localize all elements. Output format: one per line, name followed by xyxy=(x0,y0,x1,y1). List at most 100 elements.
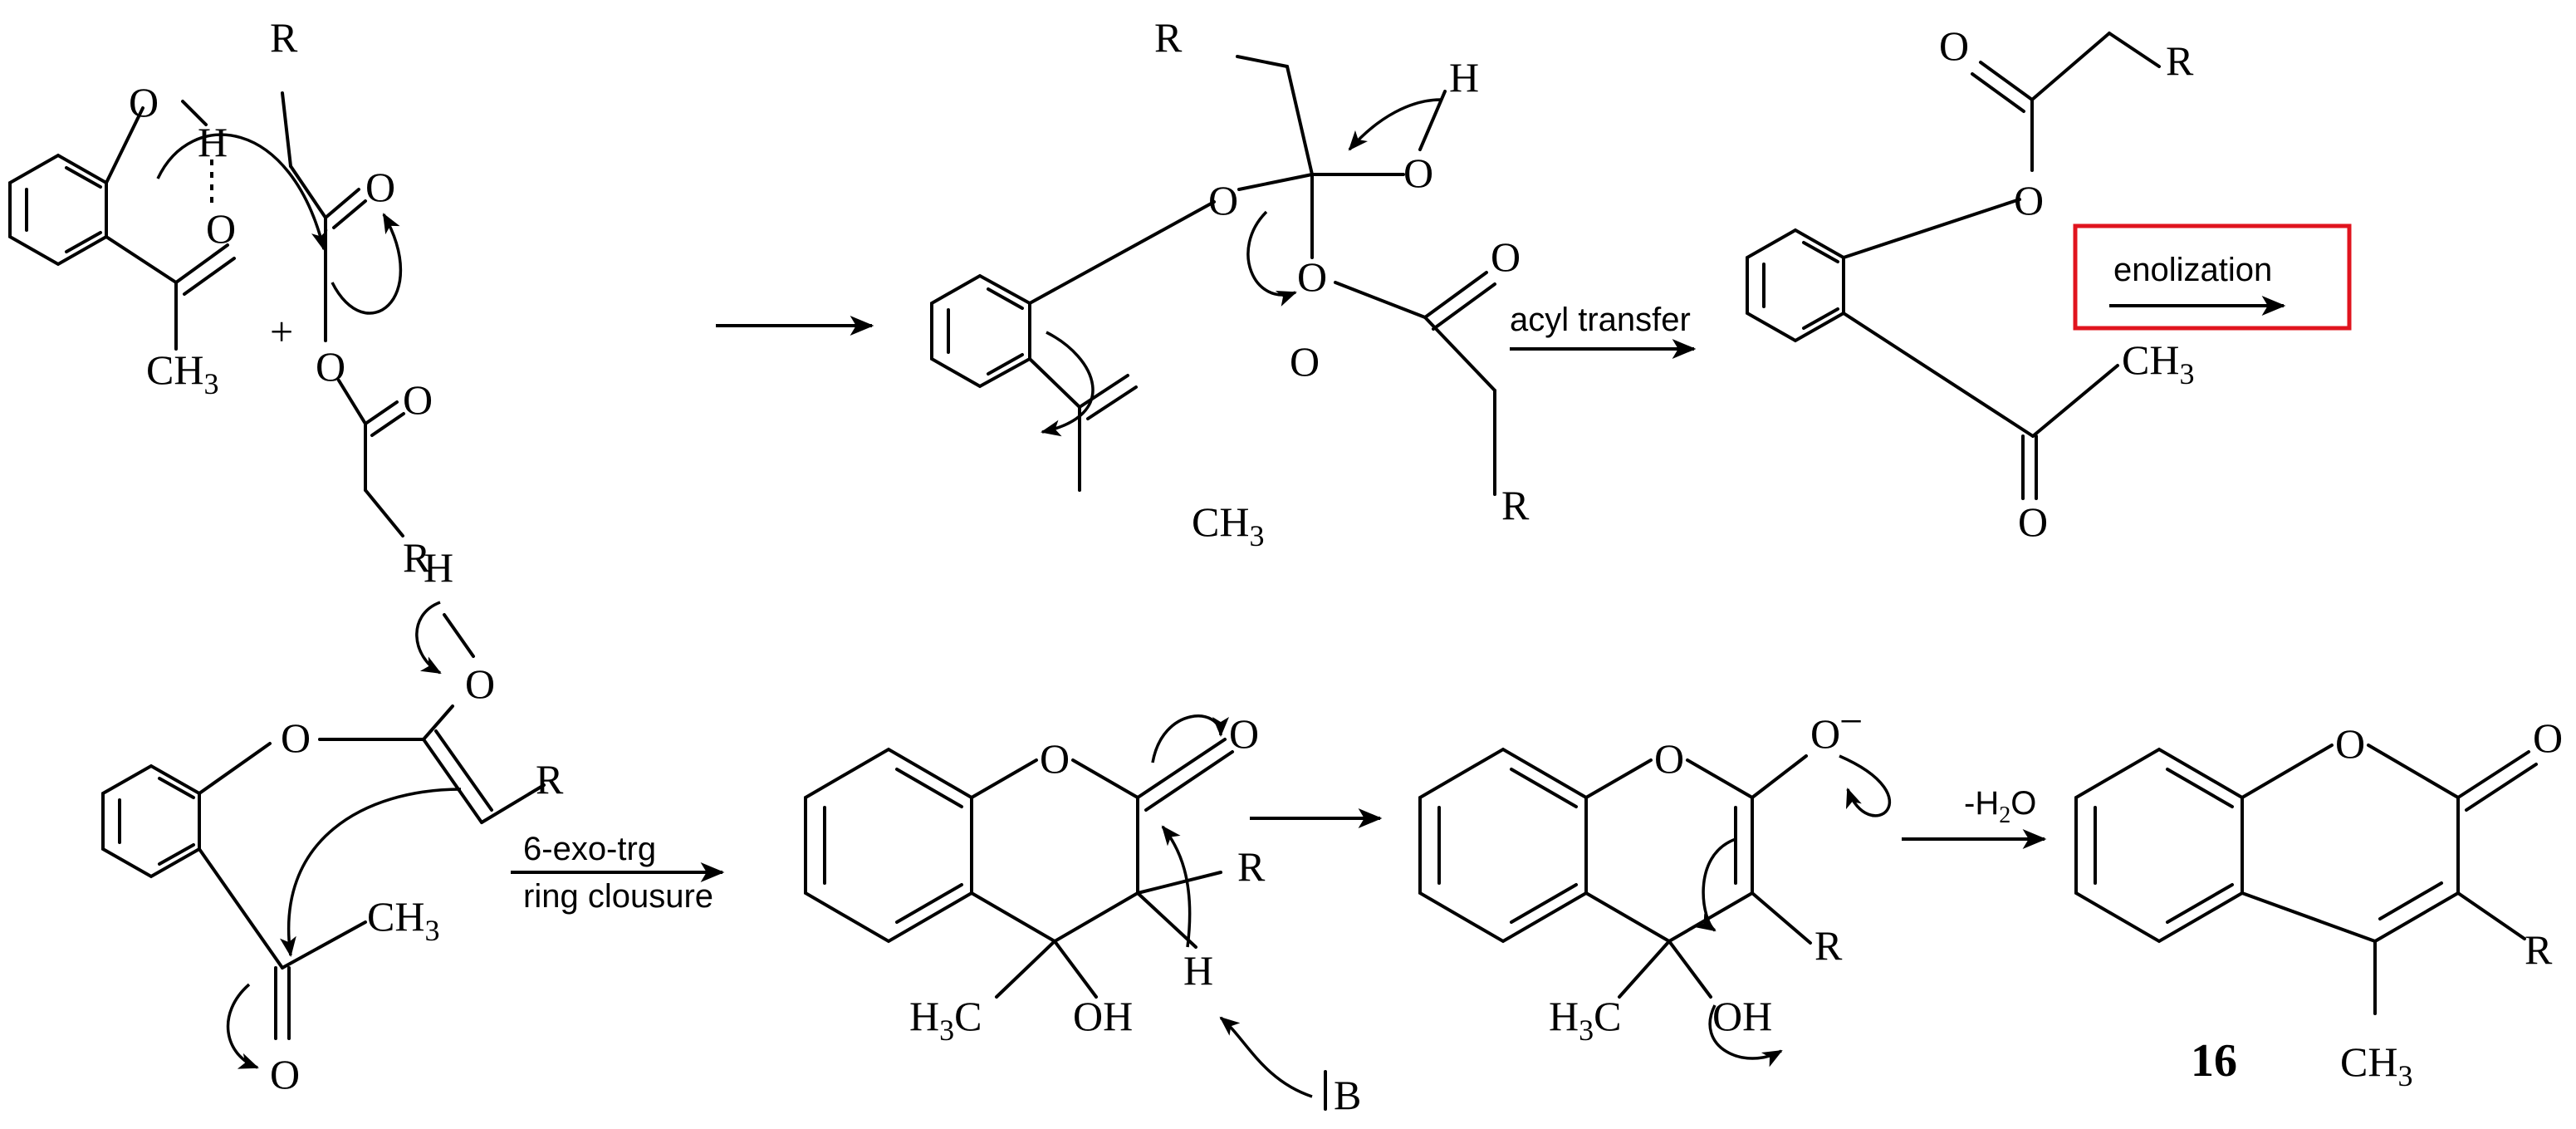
carbonyl-double-bond xyxy=(370,412,405,437)
step-label-ring-closure-1: 6-exo-trg xyxy=(523,831,656,867)
aromatic-double-bond xyxy=(823,768,963,924)
methyl-group: CH3 xyxy=(1192,498,1264,552)
step-label-ring-closure-2: ring clousure xyxy=(523,878,713,915)
hydrogen-atom: H xyxy=(1449,54,1479,101)
curved-arrow-nucleophilic-attack xyxy=(156,133,328,251)
oxygen-atom: O xyxy=(1654,735,1684,782)
carbonyl-double-bond xyxy=(324,188,360,219)
bond xyxy=(2031,364,2119,438)
bond xyxy=(2456,891,2526,940)
acid-anhydride: R O O O R xyxy=(270,14,433,581)
methyl-group: CH3 xyxy=(367,893,439,947)
bond xyxy=(1751,754,1808,799)
curved-arrow-carbonyl-push xyxy=(1151,714,1229,763)
carbonyl-double-bond xyxy=(2456,750,2530,799)
aromatic-double-bond xyxy=(118,777,195,866)
curved-arrow-hydroxide-leaving xyxy=(1708,1004,1783,1068)
bond xyxy=(970,758,1038,799)
carbonyl-double-bond xyxy=(1078,374,1129,409)
aromatic-double-bond xyxy=(1762,241,1839,330)
bond xyxy=(2373,891,2460,943)
carbonyl-double-bond xyxy=(1423,271,1488,319)
benzene-ring xyxy=(1418,747,1588,944)
oxygen-atom: O xyxy=(1290,338,1320,385)
bond xyxy=(198,847,284,969)
aromatic-double-bond xyxy=(2094,768,2234,924)
bond xyxy=(1286,65,1314,176)
carbonyl-double-bond xyxy=(1144,750,1234,812)
bond xyxy=(1668,891,1754,943)
r-group: R xyxy=(2525,926,2553,973)
bond xyxy=(198,742,272,795)
r-group: R xyxy=(1814,922,1843,969)
step-label-dehydration: -H2O xyxy=(1964,785,2036,828)
curved-arrow-ring xyxy=(1041,331,1095,437)
r-group: R xyxy=(1154,14,1183,61)
enol-double-bond xyxy=(434,729,493,812)
bond xyxy=(1618,940,1671,999)
bond xyxy=(181,100,208,126)
methyl-group: CH3 xyxy=(146,346,218,400)
bond xyxy=(1584,758,1653,799)
bond xyxy=(970,891,1056,943)
carbonyl-double-bond xyxy=(1432,282,1496,331)
carbonyl-double-bond xyxy=(174,243,229,284)
curved-arrow-enol-attack xyxy=(280,788,462,957)
bond xyxy=(995,940,1056,999)
oxygen-atom: O xyxy=(2533,714,2563,761)
curved-arrow-oh xyxy=(1348,98,1442,151)
benzene-ring xyxy=(804,747,973,944)
carbonyl-double-bond xyxy=(183,257,236,296)
bond xyxy=(2241,891,2377,943)
r-group: R xyxy=(2166,37,2194,84)
bond xyxy=(1842,312,2035,438)
bond xyxy=(1136,871,1222,895)
curved-arrow-enol-oh xyxy=(415,601,442,675)
coumarin-product: O O R CH3 16 xyxy=(2074,714,2563,1092)
bond xyxy=(105,106,144,184)
benzene-ring xyxy=(101,763,201,879)
oxygen-atom: O xyxy=(2335,720,2365,767)
oxygen-atom: O xyxy=(270,1051,300,1097)
oxygen-atom: O xyxy=(365,164,395,210)
enol-double-bond xyxy=(422,738,483,824)
benzene-ring xyxy=(1746,228,1845,343)
methyl-group: H3C xyxy=(1549,993,1621,1047)
hydroxyl-group: OH xyxy=(1712,993,1772,1039)
bond xyxy=(2030,32,2111,101)
bond xyxy=(281,91,292,168)
oxygen-atom: O xyxy=(2014,177,2044,223)
r-group: R xyxy=(1501,482,1530,528)
bond xyxy=(480,783,546,824)
bond xyxy=(1028,357,1081,409)
bond xyxy=(1053,940,1098,999)
bond xyxy=(1334,281,1427,319)
bond xyxy=(443,613,475,658)
curved-arrow-collapse xyxy=(1246,210,1297,307)
bond xyxy=(422,704,454,741)
benzene-ring xyxy=(2074,747,2244,944)
hydroxyl-group: OH xyxy=(1073,993,1133,1039)
oxygen-atom: O xyxy=(403,376,433,423)
r-group: R xyxy=(403,534,431,581)
benzene-ring xyxy=(930,273,1031,389)
carbonyl-double-bond xyxy=(1971,72,2025,113)
hydrogen-atom: H xyxy=(198,119,228,165)
bond xyxy=(289,164,327,219)
bond xyxy=(2367,744,2460,799)
tetrahedral-intermediate: R H O O O O O R CH3 xyxy=(930,14,1530,552)
oxygen-atom: O xyxy=(1403,150,1433,196)
curved-arrow-enolate-double-bond xyxy=(1695,837,1736,932)
carbonyl-double-bond xyxy=(2465,763,2538,812)
oxygen-atom: O xyxy=(129,79,159,125)
curved-arrow-enolate-o xyxy=(1839,754,1892,817)
bond xyxy=(1686,758,1754,799)
oxygen-atom: O xyxy=(1208,177,1238,223)
bond xyxy=(364,488,404,538)
oxygen-atom: O xyxy=(1810,710,1840,757)
oxygen-atom: O xyxy=(2018,498,2048,545)
bond xyxy=(337,379,367,425)
aromatic-double-bond xyxy=(25,166,102,253)
step-label-enolization: enolization xyxy=(2113,252,2272,288)
